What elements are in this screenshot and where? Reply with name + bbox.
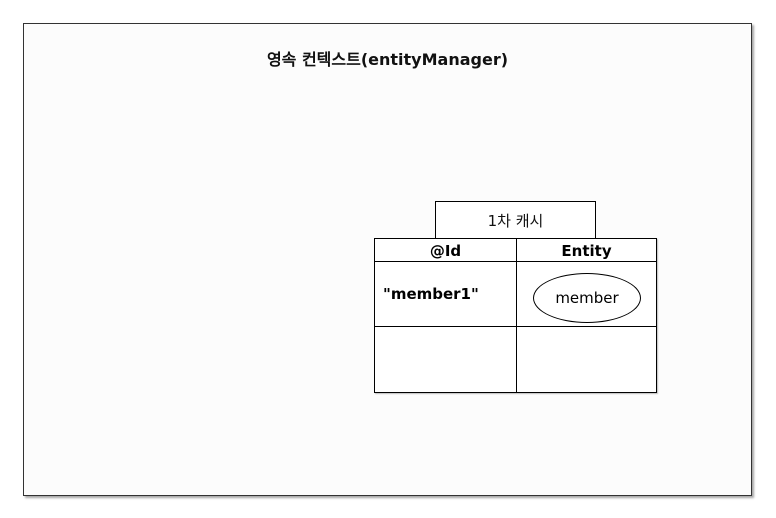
row-divider [375, 326, 656, 327]
column-header-id: @Id [429, 241, 462, 260]
column-divider [516, 239, 517, 392]
cache-row-id-cell: "member1" [383, 285, 479, 303]
first-level-cache-table: @Id Entity "member1" member [374, 238, 657, 393]
column-header-entity: Entity [561, 241, 612, 260]
first-level-cache-label: 1차 캐시 [435, 201, 596, 239]
persistence-context-title: 영속 컨텍스트(entityManager) [266, 50, 509, 69]
entity-member-ellipse: member [533, 273, 641, 323]
header-row-divider [375, 261, 656, 262]
